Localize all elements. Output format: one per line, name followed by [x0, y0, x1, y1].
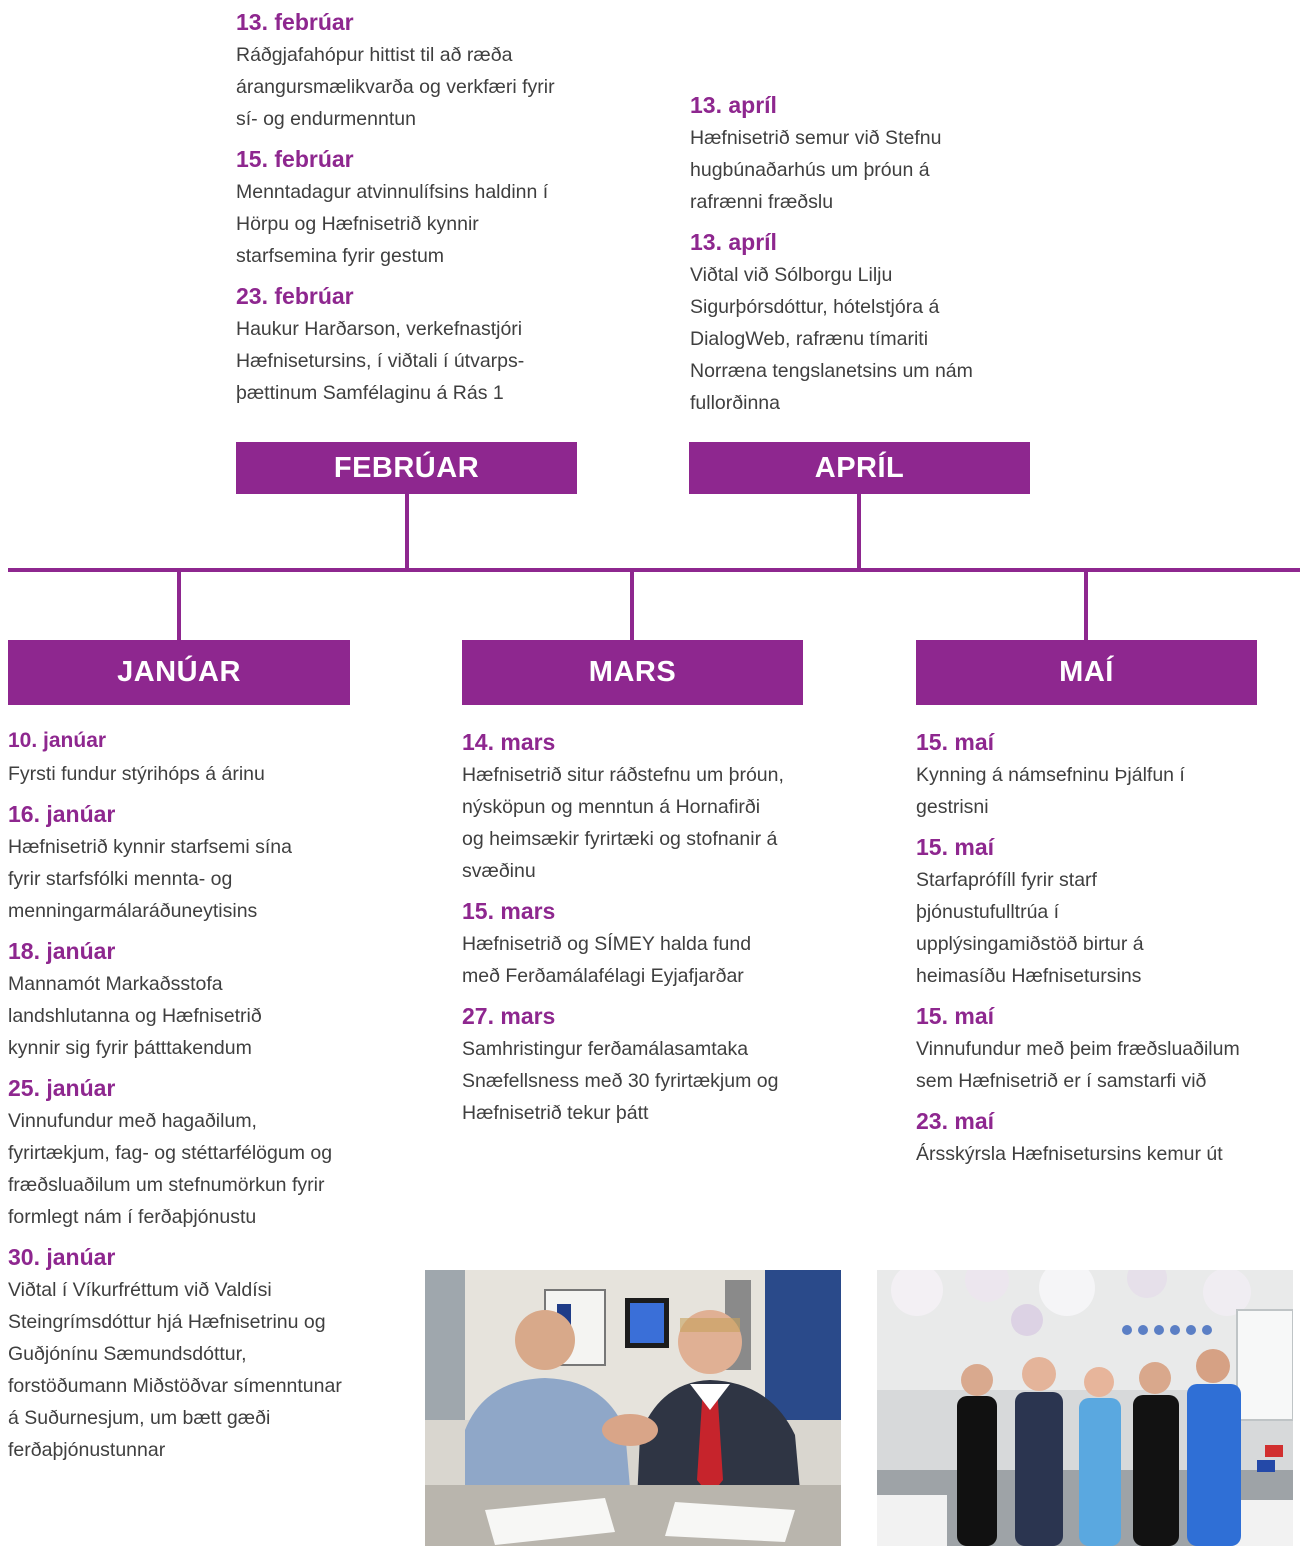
connector-februar	[405, 494, 409, 570]
event-date: 15. mars	[462, 898, 556, 924]
connector-april	[857, 494, 861, 570]
event: 13. apríl Hæfnisetrið semur við Stefnu h…	[690, 91, 980, 218]
event-text: Fyrsti fundur stýrihóps á árinu	[8, 763, 265, 785]
event: 16. janúar Hæfnisetrið kynnir starfsemi …	[8, 800, 358, 927]
event-date: 15. maí	[916, 834, 994, 860]
event-text: Viðtal við Sólborgu Lilju Sigurþórsdóttu…	[690, 264, 973, 414]
event: 10. janúar Fyrsti fundur stýrihóps á ári…	[8, 727, 358, 790]
event-text: Mannamót Markaðsstofa landshlutanna og H…	[8, 973, 262, 1059]
februar-events: 13. febrúar Ráðgjafahópur hittist til að…	[236, 8, 581, 419]
event-date: 16. janúar	[8, 801, 116, 827]
event-date: 23. maí	[916, 1108, 994, 1134]
event-date: 13. apríl	[690, 92, 777, 118]
event-text: Starfaprófíll fyrir starf þjónustufulltr…	[916, 869, 1144, 987]
mai-events: 15. maí Kynning á námsefninu Þjálfun í g…	[916, 728, 1261, 1180]
event-text: Hæfnisetrið situr ráðstefnu um þróun, ný…	[462, 764, 784, 882]
photo-handshake	[425, 1270, 841, 1546]
event-date: 15. maí	[916, 1003, 994, 1029]
event: 15. febrúar Menntadagur atvinnulífsins h…	[236, 145, 581, 272]
month-box-mai: MAÍ	[916, 640, 1257, 705]
event: 30. janúar Viðtal í Víkurfréttum við Val…	[8, 1243, 358, 1466]
event-date: 13. febrúar	[236, 9, 354, 35]
connector-mars	[630, 570, 634, 640]
event-date: 25. janúar	[8, 1075, 116, 1101]
event: 14. mars Hæfnisetrið situr ráðstefnu um …	[462, 728, 802, 887]
event-text: Samhristingur ferðamálasamtaka Snæfellsn…	[462, 1038, 779, 1124]
event-text: Ráðgjafahópur hittist til að ræða árangu…	[236, 44, 555, 130]
event-text: Haukur Harðarson, verkefnastjóri Hæfnise…	[236, 318, 525, 404]
event: 13. febrúar Ráðgjafahópur hittist til að…	[236, 8, 581, 135]
event-date: 13. apríl	[690, 229, 777, 255]
connector-mai	[1084, 570, 1088, 640]
event-date: 14. mars	[462, 729, 556, 755]
event: 25. janúar Vinnufundur með hagaðilum, fy…	[8, 1074, 358, 1233]
event-text: Vinnufundur með þeim fræðsluaðilum sem H…	[916, 1038, 1240, 1092]
event-text: Hæfnisetrið kynnir starfsemi sína fyrir …	[8, 836, 292, 922]
month-box-mars: MARS	[462, 640, 803, 705]
event-date: 30. janúar	[8, 1244, 116, 1270]
month-box-april: APRÍL	[689, 442, 1030, 494]
event-text: Vinnufundur með hagaðilum, fyrirtækjum, …	[8, 1110, 333, 1228]
event-date: 23. febrúar	[236, 283, 354, 309]
januar-events: 10. janúar Fyrsti fundur stýrihóps á ári…	[8, 727, 358, 1476]
event: 27. mars Samhristingur ferðamálasamtaka …	[462, 1002, 802, 1129]
event: 15. mars Hæfnisetrið og SÍMEY halda fund…	[462, 897, 802, 992]
connector-januar	[177, 570, 181, 640]
event: 15. maí Starfaprófíll fyrir starf þjónus…	[916, 833, 1261, 992]
event-text: Hæfnisetrið semur við Stefnu hugbúnaðarh…	[690, 127, 942, 213]
event: 23. febrúar Haukur Harðarson, verkefnast…	[236, 282, 581, 409]
event: 18. janúar Mannamót Markaðsstofa landshl…	[8, 937, 358, 1064]
event-date: 10. janúar	[8, 729, 107, 752]
photo-group	[877, 1270, 1293, 1546]
event-text: Ársskýrsla Hæfnisetursins kemur út	[916, 1143, 1223, 1165]
event-text: Menntadagur atvinnulífsins haldinn í Hör…	[236, 181, 549, 267]
event-text: Hæfnisetrið og SÍMEY halda fund með Ferð…	[462, 933, 752, 987]
mars-events: 14. mars Hæfnisetrið situr ráðstefnu um …	[462, 728, 802, 1139]
timeline-line	[8, 568, 1300, 572]
month-box-februar: FEBRÚAR	[236, 442, 577, 494]
event-date: 27. mars	[462, 1003, 556, 1029]
month-box-januar: JANÚAR	[8, 640, 350, 705]
event-date: 15. febrúar	[236, 146, 354, 172]
event: 15. maí Vinnufundur með þeim fræðsluaðil…	[916, 1002, 1261, 1097]
event: 15. maí Kynning á námsefninu Þjálfun í g…	[916, 728, 1261, 823]
event-text: Viðtal í Víkurfréttum við Valdísi Steing…	[8, 1279, 342, 1461]
event-date: 15. maí	[916, 729, 994, 755]
event-date: 18. janúar	[8, 938, 116, 964]
event: 13. apríl Viðtal við Sólborgu Lilju Sigu…	[690, 228, 980, 419]
event-text: Kynning á námsefninu Þjálfun í gestrisni	[916, 764, 1185, 818]
april-events: 13. apríl Hæfnisetrið semur við Stefnu h…	[690, 91, 980, 429]
event: 23. maí Ársskýrsla Hæfnisetursins kemur …	[916, 1107, 1261, 1170]
